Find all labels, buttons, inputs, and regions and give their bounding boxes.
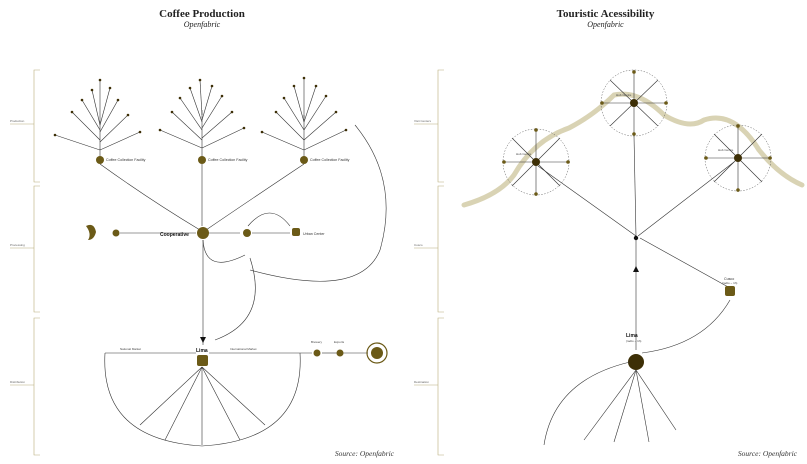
section-label-visit: Visit Centers [414,119,431,123]
cooperative-links [120,212,291,341]
processing-node [243,229,251,237]
section-label-destination: Destination [414,380,429,384]
cusco-subtitle: (radio ~ 1h) [722,281,737,285]
farm-nodes [53,76,348,137]
lima-node [628,354,644,370]
hub-label-mid: Hub Centre [616,93,632,97]
lima-links [543,361,677,446]
export-target-node [371,347,383,359]
cooperative-label: Cooperative [160,232,189,238]
farm-tree-center [159,79,245,160]
touristic-accessibility-diagram: Visit Centers Cusco Destination Hub Cent… [414,69,805,456]
touristic-accessibility-panel: Touristic Acessibility Openfabric Visit … [404,0,807,464]
urban-center-label: Urban Center [303,232,325,236]
facility-label-center: Coffee Collection Facility [208,158,248,162]
brewery-node [313,349,321,357]
cooperative-node [197,227,209,239]
cusco-label: Cusco [724,277,734,281]
exports-label: Exports [334,340,345,344]
lima-links [104,352,368,447]
urban-center-node [292,228,300,236]
export-target-ring [366,342,388,364]
brewery-label: Brewery [311,340,323,344]
section-brackets [10,69,40,456]
junction-node [633,235,639,241]
panel-subtitle: Openfabric [183,20,221,29]
international-market-label: International Market [230,347,257,351]
section-brackets [414,69,444,456]
river [461,91,805,208]
facility-node-right [300,156,308,164]
facility-node-center [198,156,206,164]
warehouse-node [112,229,120,237]
section-label-distribution: Distribution [10,380,25,384]
facility-label-left: Coffee Collection Facility [106,158,146,162]
coffee-bean-icon [86,224,96,240]
coffee-production-diagram: Production Processing Distribution [10,69,388,456]
lima-node [197,355,208,366]
facility-connectors [99,124,387,282]
lima-label: Lima [626,333,638,339]
hub-satellite-nodes [502,70,772,196]
farm-tree-left [54,80,141,160]
source-note: Source: Openfabric [737,449,797,458]
exports-node [336,349,344,357]
cusco-node [725,286,735,296]
national-market-label: National Market [120,347,141,351]
farm-tree-right [261,78,347,160]
collection-facilities [96,156,308,164]
source-note: Source: Openfabric [334,449,394,458]
facility-label-right: Coffee Collection Facility [310,158,350,162]
facility-node-left [96,156,104,164]
section-label-cusco: Cusco [414,243,423,247]
coffee-production-panel: Coffee Production Openfabric Production … [10,8,394,458]
section-label-production: Production [10,119,25,123]
panel-title: Coffee Production [159,8,245,20]
panel-subtitle: Openfabric [587,20,624,29]
arrow-up-icon [633,266,639,272]
hub-spokes [502,70,772,196]
hub-node-left [532,158,540,166]
section-label-processing: Processing [10,243,25,247]
hub-node-mid [630,99,638,107]
hub-connectors [537,135,735,354]
hub-label-left: Hub Centre [516,152,532,156]
arrow-down-icon [200,337,206,343]
hub-label-right: Hub Centre [718,148,734,152]
hub-node-right [734,154,742,162]
lima-subtitle: (radio ~ 1h) [626,339,641,343]
panel-title: Touristic Acessibility [556,8,655,20]
lima-label: Lima [196,348,208,354]
